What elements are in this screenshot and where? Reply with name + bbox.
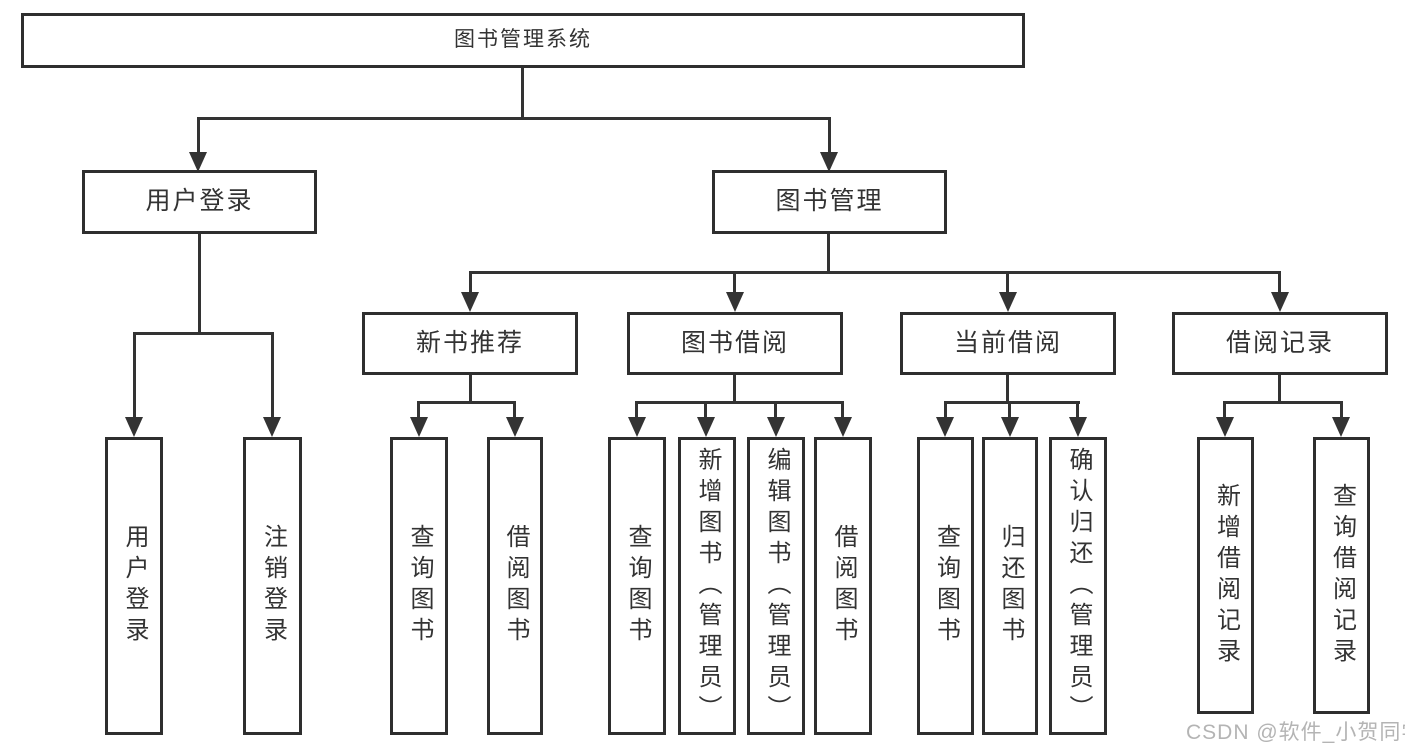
connector-line: [841, 401, 844, 419]
arrow-down-icon: [1216, 417, 1234, 437]
arrow-down-icon: [999, 292, 1017, 312]
node-edit-books-admin: 编辑图书（管理员）: [747, 437, 805, 735]
arrow-down-icon: [410, 417, 428, 437]
arrow-down-icon: [506, 417, 524, 437]
node-query-books-recommend: 查询图书: [390, 437, 448, 735]
node-add-borrow-record: 新增借阅记录: [1197, 437, 1254, 714]
arrow-down-icon: [263, 417, 281, 437]
arrow-down-icon: [767, 417, 785, 437]
connector-line: [827, 234, 830, 274]
node-query-books-current: 查询图书: [917, 437, 974, 735]
connector-line: [1223, 401, 1343, 404]
connector-line: [197, 117, 831, 120]
connector-line: [469, 375, 472, 404]
arrow-down-icon: [726, 292, 744, 312]
arrow-down-icon: [125, 417, 143, 437]
connector-line: [197, 117, 200, 153]
connector-line: [271, 332, 274, 418]
connector-line: [417, 401, 420, 419]
connector-line: [1008, 401, 1011, 419]
node-query-borrow-record: 查询借阅记录: [1313, 437, 1370, 714]
connector-line: [1006, 375, 1009, 404]
connector-line: [828, 117, 831, 153]
node-new-book-recommendation: 新书推荐: [362, 312, 578, 375]
connector-line: [733, 375, 736, 404]
connector-line: [635, 401, 638, 419]
connector-line: [1006, 271, 1009, 295]
connector-line: [521, 68, 524, 120]
arrow-down-icon: [820, 152, 838, 172]
node-borrowing-records: 借阅记录: [1172, 312, 1388, 375]
node-library-management-system: 图书管理系统: [21, 13, 1025, 68]
node-confirm-return-admin: 确认归还（管理员）: [1049, 437, 1107, 735]
arrow-down-icon: [1069, 417, 1087, 437]
connector-line: [198, 234, 201, 335]
connector-line: [1278, 375, 1281, 404]
arrow-down-icon: [628, 417, 646, 437]
arrow-down-icon: [834, 417, 852, 437]
connector-line: [704, 401, 707, 419]
connector-line: [1223, 401, 1226, 419]
node-current-borrowing: 当前借阅: [900, 312, 1116, 375]
connector-line: [133, 332, 274, 335]
arrow-down-icon: [1001, 417, 1019, 437]
arrow-down-icon: [936, 417, 954, 437]
node-book-management: 图书管理: [712, 170, 947, 234]
connector-line: [1340, 401, 1343, 419]
node-logout-leaf: 注销登录: [243, 437, 302, 735]
connector-line: [635, 401, 844, 404]
connector-line: [417, 401, 516, 404]
csdn-watermark: CSDN @软件_小贺同学: [1186, 721, 1405, 744]
connector-line: [469, 271, 472, 295]
node-borrow-books-borrow: 借阅图书: [814, 437, 872, 735]
connector-line: [133, 332, 136, 418]
arrow-down-icon: [1271, 292, 1289, 312]
connector-line: [1278, 271, 1281, 295]
node-user-login-leaf: 用户登录: [105, 437, 163, 735]
connector-line: [774, 401, 777, 419]
arrow-down-icon: [697, 417, 715, 437]
node-borrow-books-recommend: 借阅图书: [487, 437, 543, 735]
node-add-books-admin: 新增图书（管理员）: [678, 437, 736, 735]
connector-line: [733, 271, 736, 295]
node-book-borrowing: 图书借阅: [627, 312, 843, 375]
connector-line: [1076, 401, 1079, 419]
connector-line: [513, 401, 516, 419]
connector-line: [944, 401, 947, 419]
arrow-down-icon: [461, 292, 479, 312]
node-query-books-borrow: 查询图书: [608, 437, 666, 735]
node-user-login-branch: 用户登录: [82, 170, 317, 234]
arrow-down-icon: [189, 152, 207, 172]
connector-line: [469, 271, 1281, 274]
arrow-down-icon: [1332, 417, 1350, 437]
node-return-books: 归还图书: [982, 437, 1038, 735]
connector-line: [944, 401, 1080, 404]
